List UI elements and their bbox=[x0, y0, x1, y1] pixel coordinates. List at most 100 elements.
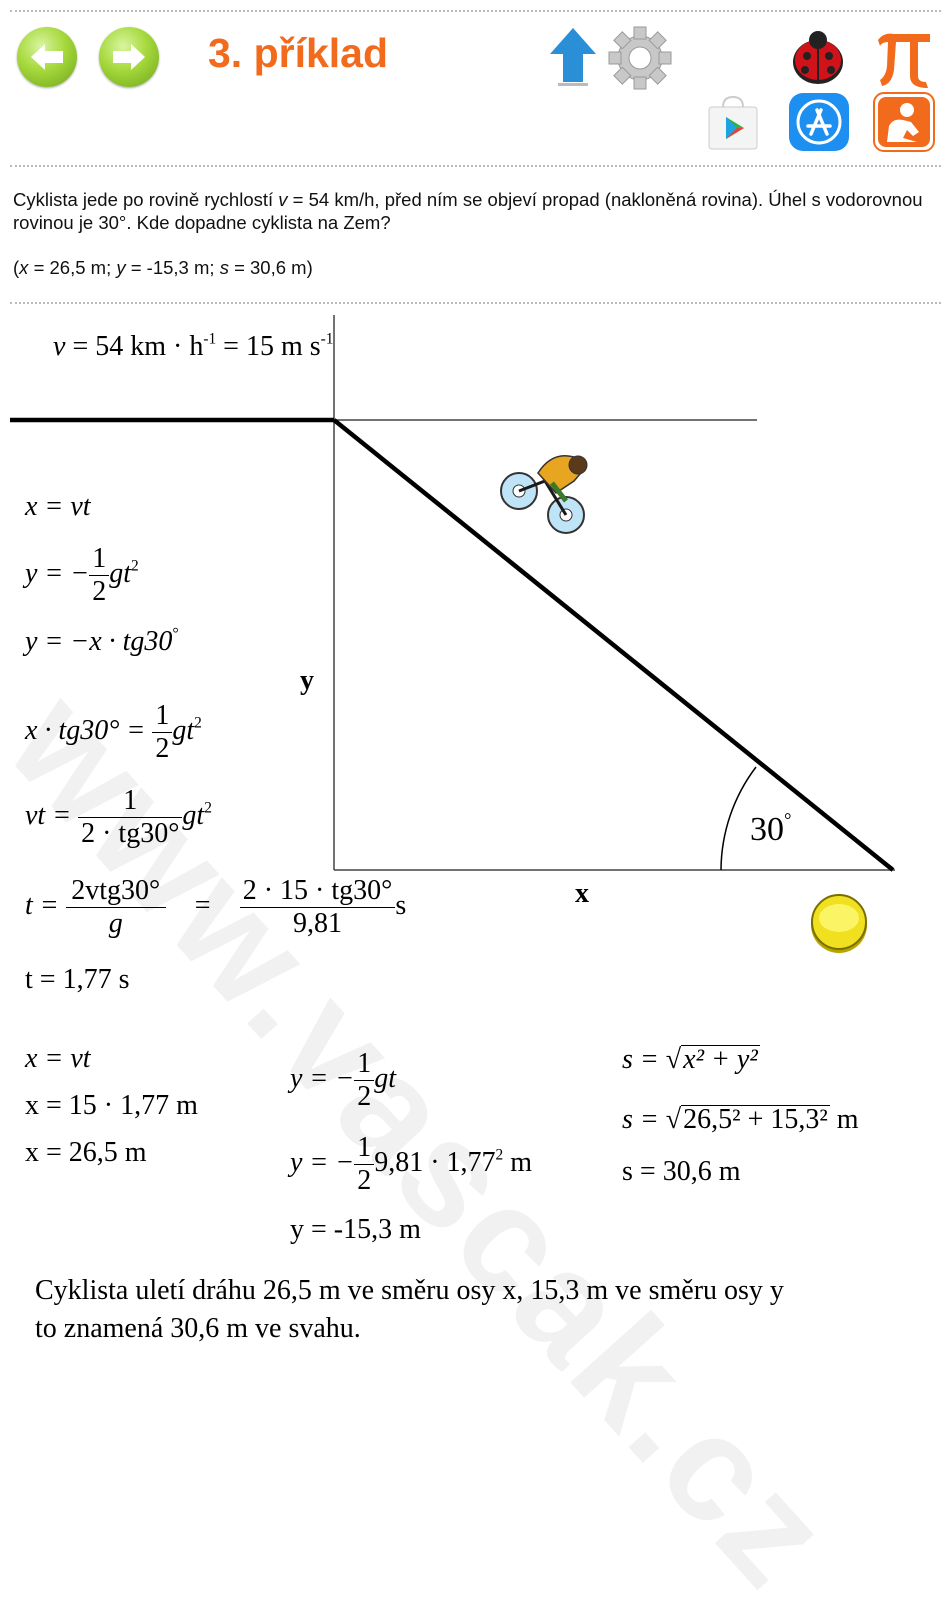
eq-t-den2: 9,81 bbox=[293, 908, 342, 940]
eq-t-result: t = 1,77 s bbox=[25, 964, 130, 995]
ladybug-icon bbox=[793, 31, 843, 84]
forward-button[interactable] bbox=[99, 27, 159, 87]
eq-t-num2: 2 · 15 · tg30° bbox=[239, 875, 396, 909]
arrow-left-icon bbox=[31, 44, 63, 70]
bug-report-button[interactable] bbox=[790, 28, 846, 86]
eq-x3: x = 26,5 m bbox=[25, 1137, 147, 1168]
eq-s2-lhs: s = bbox=[622, 1104, 659, 1135]
eq-y1-rhs: gt bbox=[374, 1063, 396, 1095]
conclusion: Cyklista uletí dráhu 26,5 m ve směru osy… bbox=[35, 1272, 915, 1348]
back-button[interactable] bbox=[17, 27, 77, 87]
eq-y1-num: 1 bbox=[354, 1048, 375, 1082]
eq-t-unit: s bbox=[395, 890, 407, 922]
header-divider bbox=[10, 165, 941, 167]
angle-value: 30 bbox=[750, 811, 784, 848]
eq-xtg-rhs: gt bbox=[172, 715, 195, 747]
eq-y-xtg-text: y = −x · tg30 bbox=[25, 626, 173, 657]
incline-diagram bbox=[10, 315, 895, 872]
top-divider bbox=[10, 10, 941, 12]
eq-y-rhs: gt bbox=[109, 558, 131, 590]
problem-statement: Cyklista jede po rovině rychlostí v = 54… bbox=[13, 188, 928, 234]
eq-y-xtg: y = −x · tg30° bbox=[25, 625, 179, 657]
problem-result: (x = 26,5 m; y = -15,3 m; s = 30,6 m) bbox=[13, 257, 313, 279]
incline-line bbox=[332, 418, 895, 872]
result-y-symbol: y bbox=[116, 257, 126, 278]
eq-y1-den: 2 bbox=[357, 1081, 372, 1113]
problem-text-end: = 54 km/h, před ním se objeví propad (na… bbox=[13, 189, 923, 233]
angle-arc bbox=[720, 766, 757, 871]
result-x-value: = 26,5 m; bbox=[33, 257, 112, 278]
up-button[interactable] bbox=[548, 28, 598, 88]
eq-vt-rhs: gt bbox=[182, 800, 205, 832]
reader-link[interactable] bbox=[873, 92, 935, 152]
eq-x-vt: x = vt bbox=[25, 491, 91, 522]
speed-unit-s: s bbox=[309, 331, 321, 362]
arrow-up-icon bbox=[550, 28, 596, 86]
eq-t-lhs: t = bbox=[25, 890, 59, 922]
eq-t: t = 2vtg30°g = 2 · 15 · tg30°9,81 s bbox=[25, 875, 406, 940]
speed-exponent: -1 bbox=[203, 330, 217, 348]
eq-y2-den: 2 bbox=[357, 1165, 372, 1197]
eq-y-num: 1 bbox=[89, 543, 110, 577]
google-play-link[interactable] bbox=[703, 95, 763, 151]
conclusion-line-1: Cyklista uletí dráhu 26,5 m ve směru osy… bbox=[35, 1275, 784, 1306]
math-button[interactable] bbox=[874, 26, 934, 88]
eq-s1: s = √x² + y² bbox=[622, 1044, 760, 1075]
eq-y-den: 2 bbox=[92, 576, 107, 608]
eq-y-lhs: y = − bbox=[25, 558, 90, 590]
eq-vt-den: 2 · tg30° bbox=[81, 818, 180, 850]
app-store-icon bbox=[789, 93, 849, 151]
eq-xtg-num: 1 bbox=[152, 700, 173, 734]
eq-s2-unit: m bbox=[836, 1104, 859, 1135]
problem-v-symbol: v bbox=[278, 189, 288, 210]
eq-s1-lhs: s = bbox=[622, 1044, 659, 1075]
eq-x2: x = 15 · 1,77 m bbox=[25, 1090, 198, 1121]
eq-t-equals: = bbox=[194, 890, 211, 922]
show-answer-button[interactable] bbox=[808, 892, 870, 954]
reading-person-icon bbox=[873, 92, 935, 152]
result-s-value: = 30,6 m) bbox=[234, 257, 313, 278]
speed-equation: v = 54 km · h-1 = 15 m s-1 bbox=[53, 330, 334, 362]
arrow-right-icon bbox=[113, 44, 145, 70]
eq-t-num: 2vtg30° bbox=[65, 875, 166, 909]
eq-s1-radicand: x² + y² bbox=[681, 1044, 760, 1075]
gear-icon bbox=[608, 26, 672, 90]
result-open: ( bbox=[13, 257, 20, 278]
eq-t-den: g bbox=[108, 908, 123, 940]
eq-xtg-lhs: x · tg30° = bbox=[25, 715, 146, 747]
eq-x1: x = vt bbox=[25, 1043, 91, 1074]
eq-y3: y = -15,3 m bbox=[290, 1214, 421, 1245]
eq-y-exp: 2 bbox=[131, 557, 139, 575]
eq-y2-lhs: y = − bbox=[290, 1147, 355, 1179]
result-x-symbol: x bbox=[19, 257, 29, 278]
eq-s2: s = √26,5² + 15,3² m bbox=[622, 1104, 859, 1135]
eq-y2-rhs: 9,81 · 1,77 bbox=[374, 1147, 496, 1179]
eq-y2-num: 1 bbox=[354, 1132, 375, 1166]
angle-degree: ° bbox=[784, 809, 792, 831]
eq-s3: s = 30,6 m bbox=[622, 1156, 741, 1187]
pi-icon bbox=[878, 33, 930, 88]
problem-text-start: Cyklista jede po rovině rychlostí bbox=[13, 189, 274, 210]
eq-y2-exp: 2 bbox=[495, 1146, 504, 1164]
app-store-link[interactable] bbox=[788, 92, 850, 152]
eq-vt-lhs: vt = bbox=[25, 800, 72, 832]
eq-y2-unit: m bbox=[510, 1147, 533, 1179]
eq-y-xtg-deg: ° bbox=[172, 625, 179, 643]
settings-button[interactable] bbox=[606, 26, 674, 90]
eq-s2-radicand: 26,5² + 15,3² bbox=[681, 1104, 830, 1135]
result-s-symbol: s bbox=[219, 257, 229, 278]
google-play-icon bbox=[708, 95, 758, 150]
eq-xtg-exp: 2 bbox=[194, 714, 202, 732]
label-y: y bbox=[300, 665, 314, 696]
label-x: x bbox=[575, 878, 589, 909]
eq-vt-num: 1 bbox=[78, 785, 183, 819]
speed-exponent-2: -1 bbox=[320, 330, 334, 348]
eq-y1-lhs: y = − bbox=[290, 1063, 355, 1095]
eq-vt-exp: 2 bbox=[204, 799, 212, 817]
problem-divider bbox=[10, 302, 941, 304]
